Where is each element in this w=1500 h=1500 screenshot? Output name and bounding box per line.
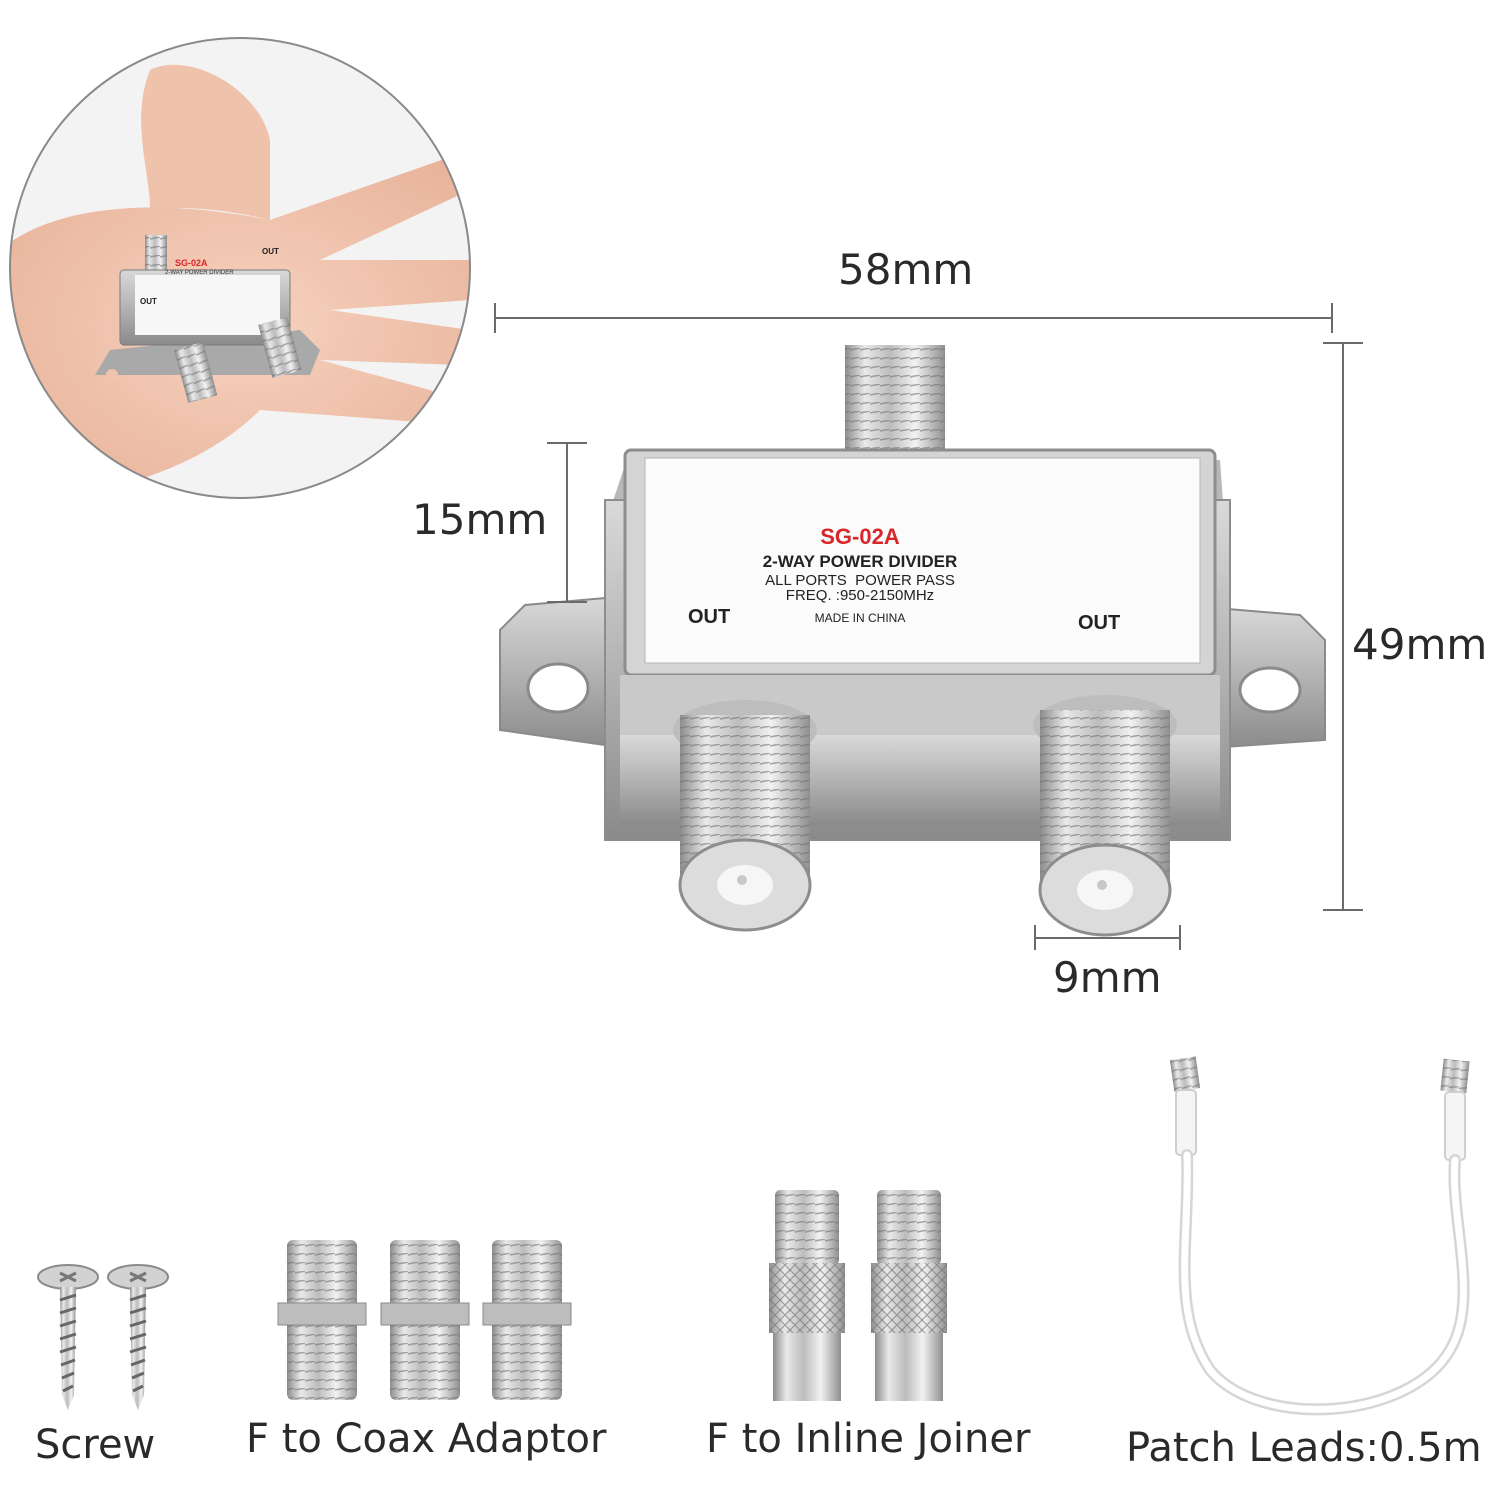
inline-joiners-image (769, 1190, 947, 1401)
hand-out-left: OUT (140, 297, 157, 306)
main-splitter (499, 345, 1326, 937)
thumb (141, 64, 270, 221)
caption-patch-leads: Patch Leads:0.5m (1126, 1425, 1482, 1471)
output-port-right (1033, 695, 1177, 937)
screws-image (37, 1264, 169, 1410)
hand-line1-label: 2-WAY POWER DIVIDER (165, 270, 234, 276)
hand-out-right: OUT (262, 247, 279, 256)
body-height-dimension-label: 15mm (412, 495, 548, 544)
device-out-left-label: OUT (688, 606, 731, 628)
caption-screw: Screw (35, 1422, 156, 1468)
caption-f-to-inline-joiner: F to Inline Joiner (706, 1416, 1031, 1462)
caption-f-to-coax-adaptor: F to Coax Adaptor (246, 1416, 607, 1462)
small-splitter (95, 235, 320, 403)
device-line3-label: FREQ. :950-2150MHz (785, 587, 935, 604)
input-port (845, 345, 945, 475)
total-height-dimension-label: 49mm (1352, 620, 1488, 669)
device-out-right-label: OUT (1078, 612, 1121, 634)
device-line2-label: ALL PORTS POWER PASS (765, 572, 955, 589)
hand-inset (9, 37, 471, 499)
f-adaptors-image (277, 1240, 572, 1400)
port-width-dimension-label: 9mm (1053, 953, 1162, 1002)
patch-lead-image (1169, 1056, 1470, 1416)
output-port-left (673, 700, 817, 932)
width-dimension-label: 58mm (838, 245, 974, 294)
device-model-label: SG-02A (820, 524, 900, 549)
hand-model-label: SG-02A (175, 258, 208, 268)
device-line1-label: 2-WAY POWER DIVIDER (762, 552, 958, 571)
dimension-lines (494, 303, 1363, 950)
device-origin-label: MADE IN CHINA (814, 611, 906, 625)
